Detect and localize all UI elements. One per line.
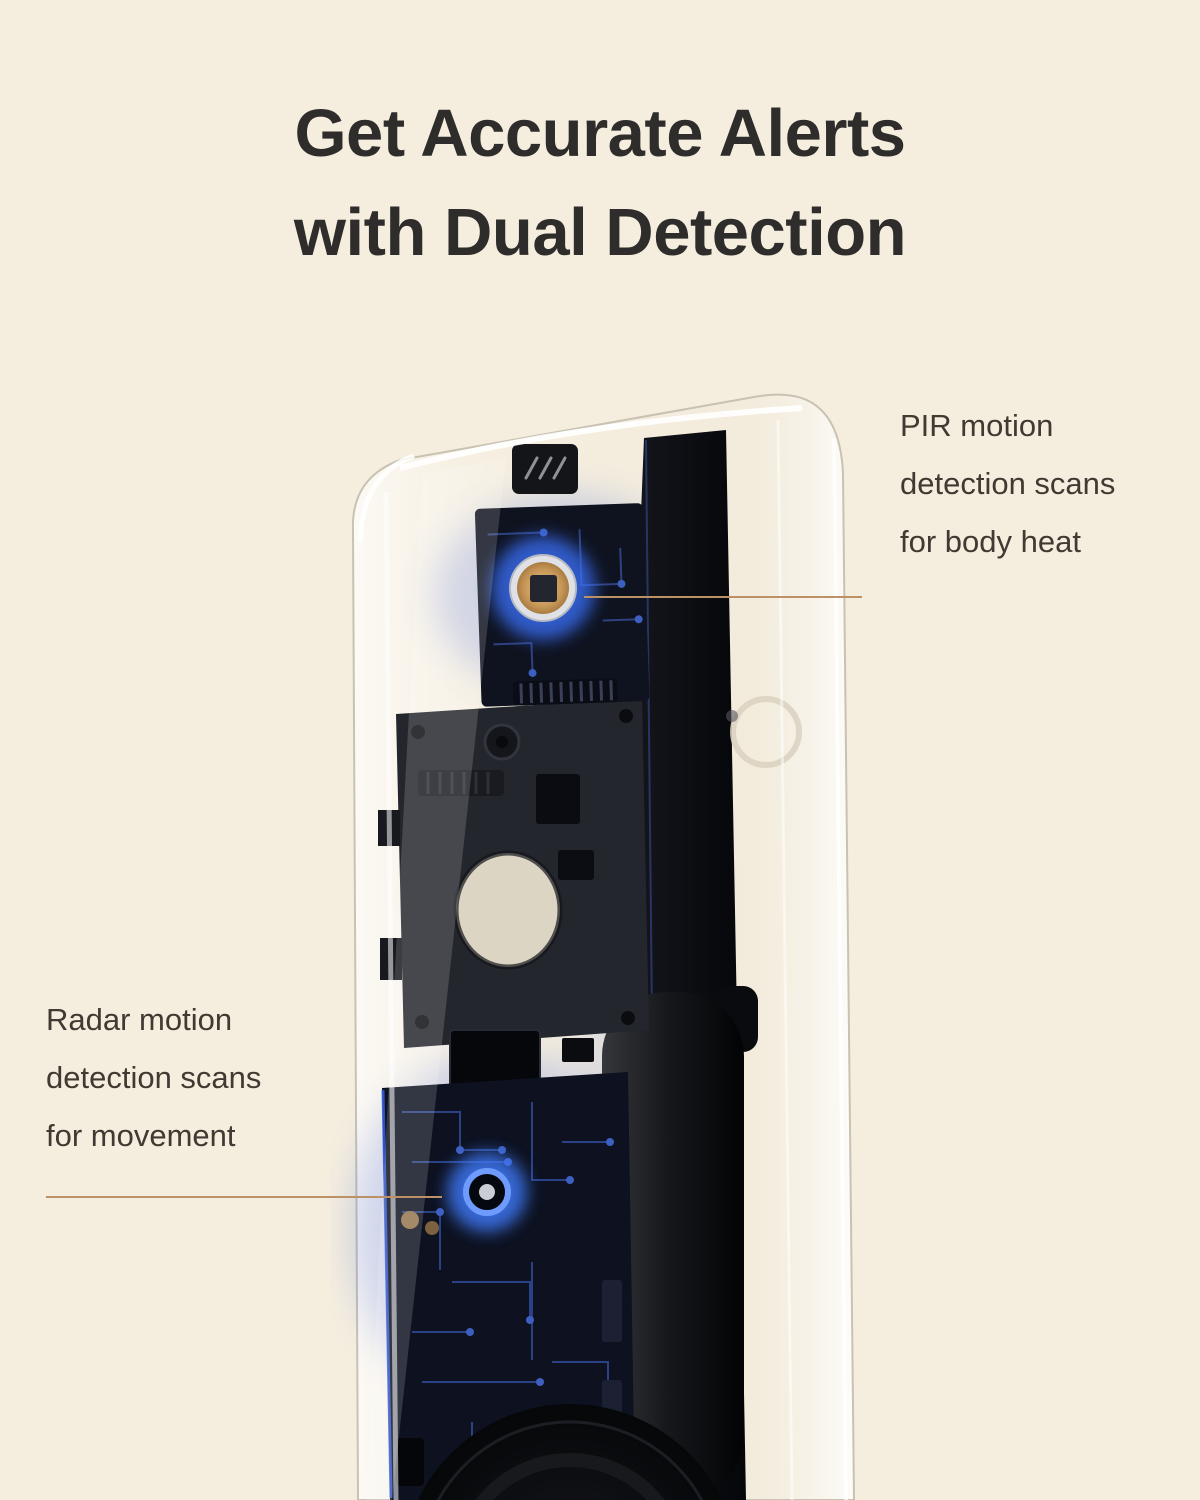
- radar-callout: Radar motion detection scans for movemen…: [46, 1004, 261, 1178]
- title-line-2: with Dual Detection: [293, 195, 907, 270]
- title-line-1: Get Accurate Alerts: [294, 96, 906, 171]
- pir-sensor: [491, 536, 595, 640]
- radar-callout-text-line: Radar motion: [46, 1002, 233, 1037]
- pir-callout-text-line: for body heat: [900, 524, 1081, 559]
- pir-callout-text-line: PIR motion: [900, 408, 1054, 443]
- mounting-plate: [378, 698, 649, 1048]
- page-title: Get Accurate Alerts with Dual Detection: [0, 84, 1200, 282]
- column-edge-light: [645, 439, 653, 1021]
- shell-highlights: [357, 405, 848, 1500]
- radar-callout-text-line: detection scans: [46, 1060, 262, 1095]
- doorbell-product-render: [330, 380, 870, 1500]
- pir-callout-line: [584, 596, 862, 598]
- radar-callout-text-line: for movement: [46, 1118, 236, 1153]
- radar-sensor: [447, 1152, 527, 1232]
- radar-callout-line: [46, 1196, 442, 1198]
- front-cover-screw-dot: [726, 710, 738, 722]
- top-grille: [512, 444, 578, 494]
- speaker: [418, 1404, 722, 1500]
- front-cover-camera-ring: [730, 696, 802, 768]
- doorbell-illustration: [350, 393, 856, 1500]
- rear-housing: [602, 992, 744, 1500]
- pir-callout-text-line: detection scans: [900, 466, 1116, 501]
- pir-callout: PIR motion detection scans for body heat: [900, 410, 1115, 584]
